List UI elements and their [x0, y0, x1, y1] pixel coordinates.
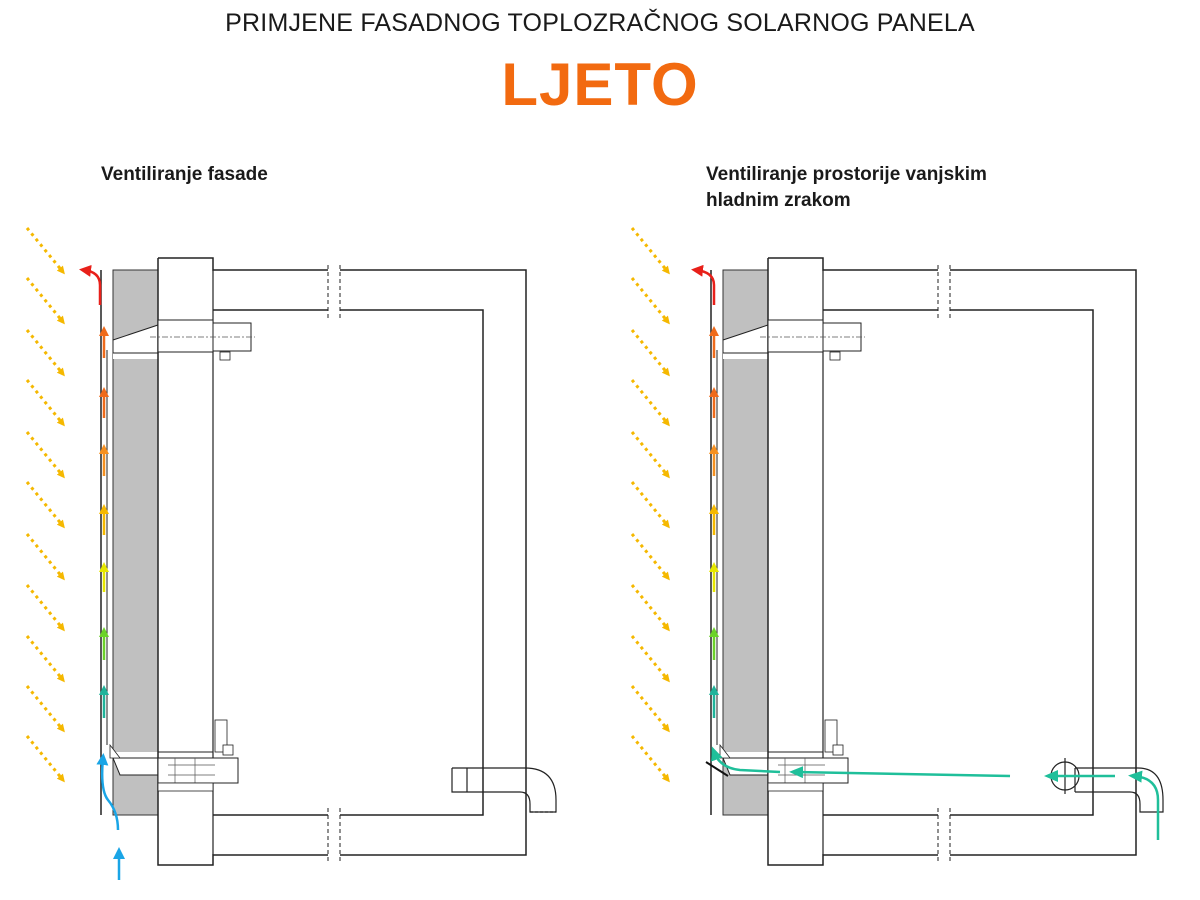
- air-duct-right: [1074, 767, 1164, 813]
- cold-air-inlet-arrow: [96, 753, 120, 831]
- caption-room-ventilation: Ventiliranje prostorije vanjskim hladnim…: [706, 164, 987, 211]
- caption-facade-ventilation: Ventiliranje fasade: [101, 164, 268, 185]
- season-heading: LJETO: [501, 51, 699, 118]
- left-scene: [27, 228, 557, 880]
- sun-rays-icon: [632, 228, 668, 780]
- air-flow-arrow-icon: [709, 326, 719, 718]
- air-duct-left: [451, 767, 557, 813]
- page-title: PRIMJENE FASADNOG TOPLOZRAČNOG SOLARNOG …: [225, 9, 975, 37]
- outlet-flap: [705, 761, 729, 777]
- building-section-left: [100, 257, 527, 866]
- air-flow-arrow-icon: [99, 326, 109, 718]
- hot-air-outlet-arrow: [691, 264, 716, 305]
- fresh-air-panel-arrow: [711, 746, 781, 774]
- hot-air-outlet-arrow: [79, 264, 102, 305]
- fresh-air-inlet-arrow: [1128, 770, 1160, 840]
- sun-rays-icon: [27, 228, 63, 780]
- right-scene: [632, 228, 1164, 866]
- fresh-air-room-arrow: [789, 766, 1011, 779]
